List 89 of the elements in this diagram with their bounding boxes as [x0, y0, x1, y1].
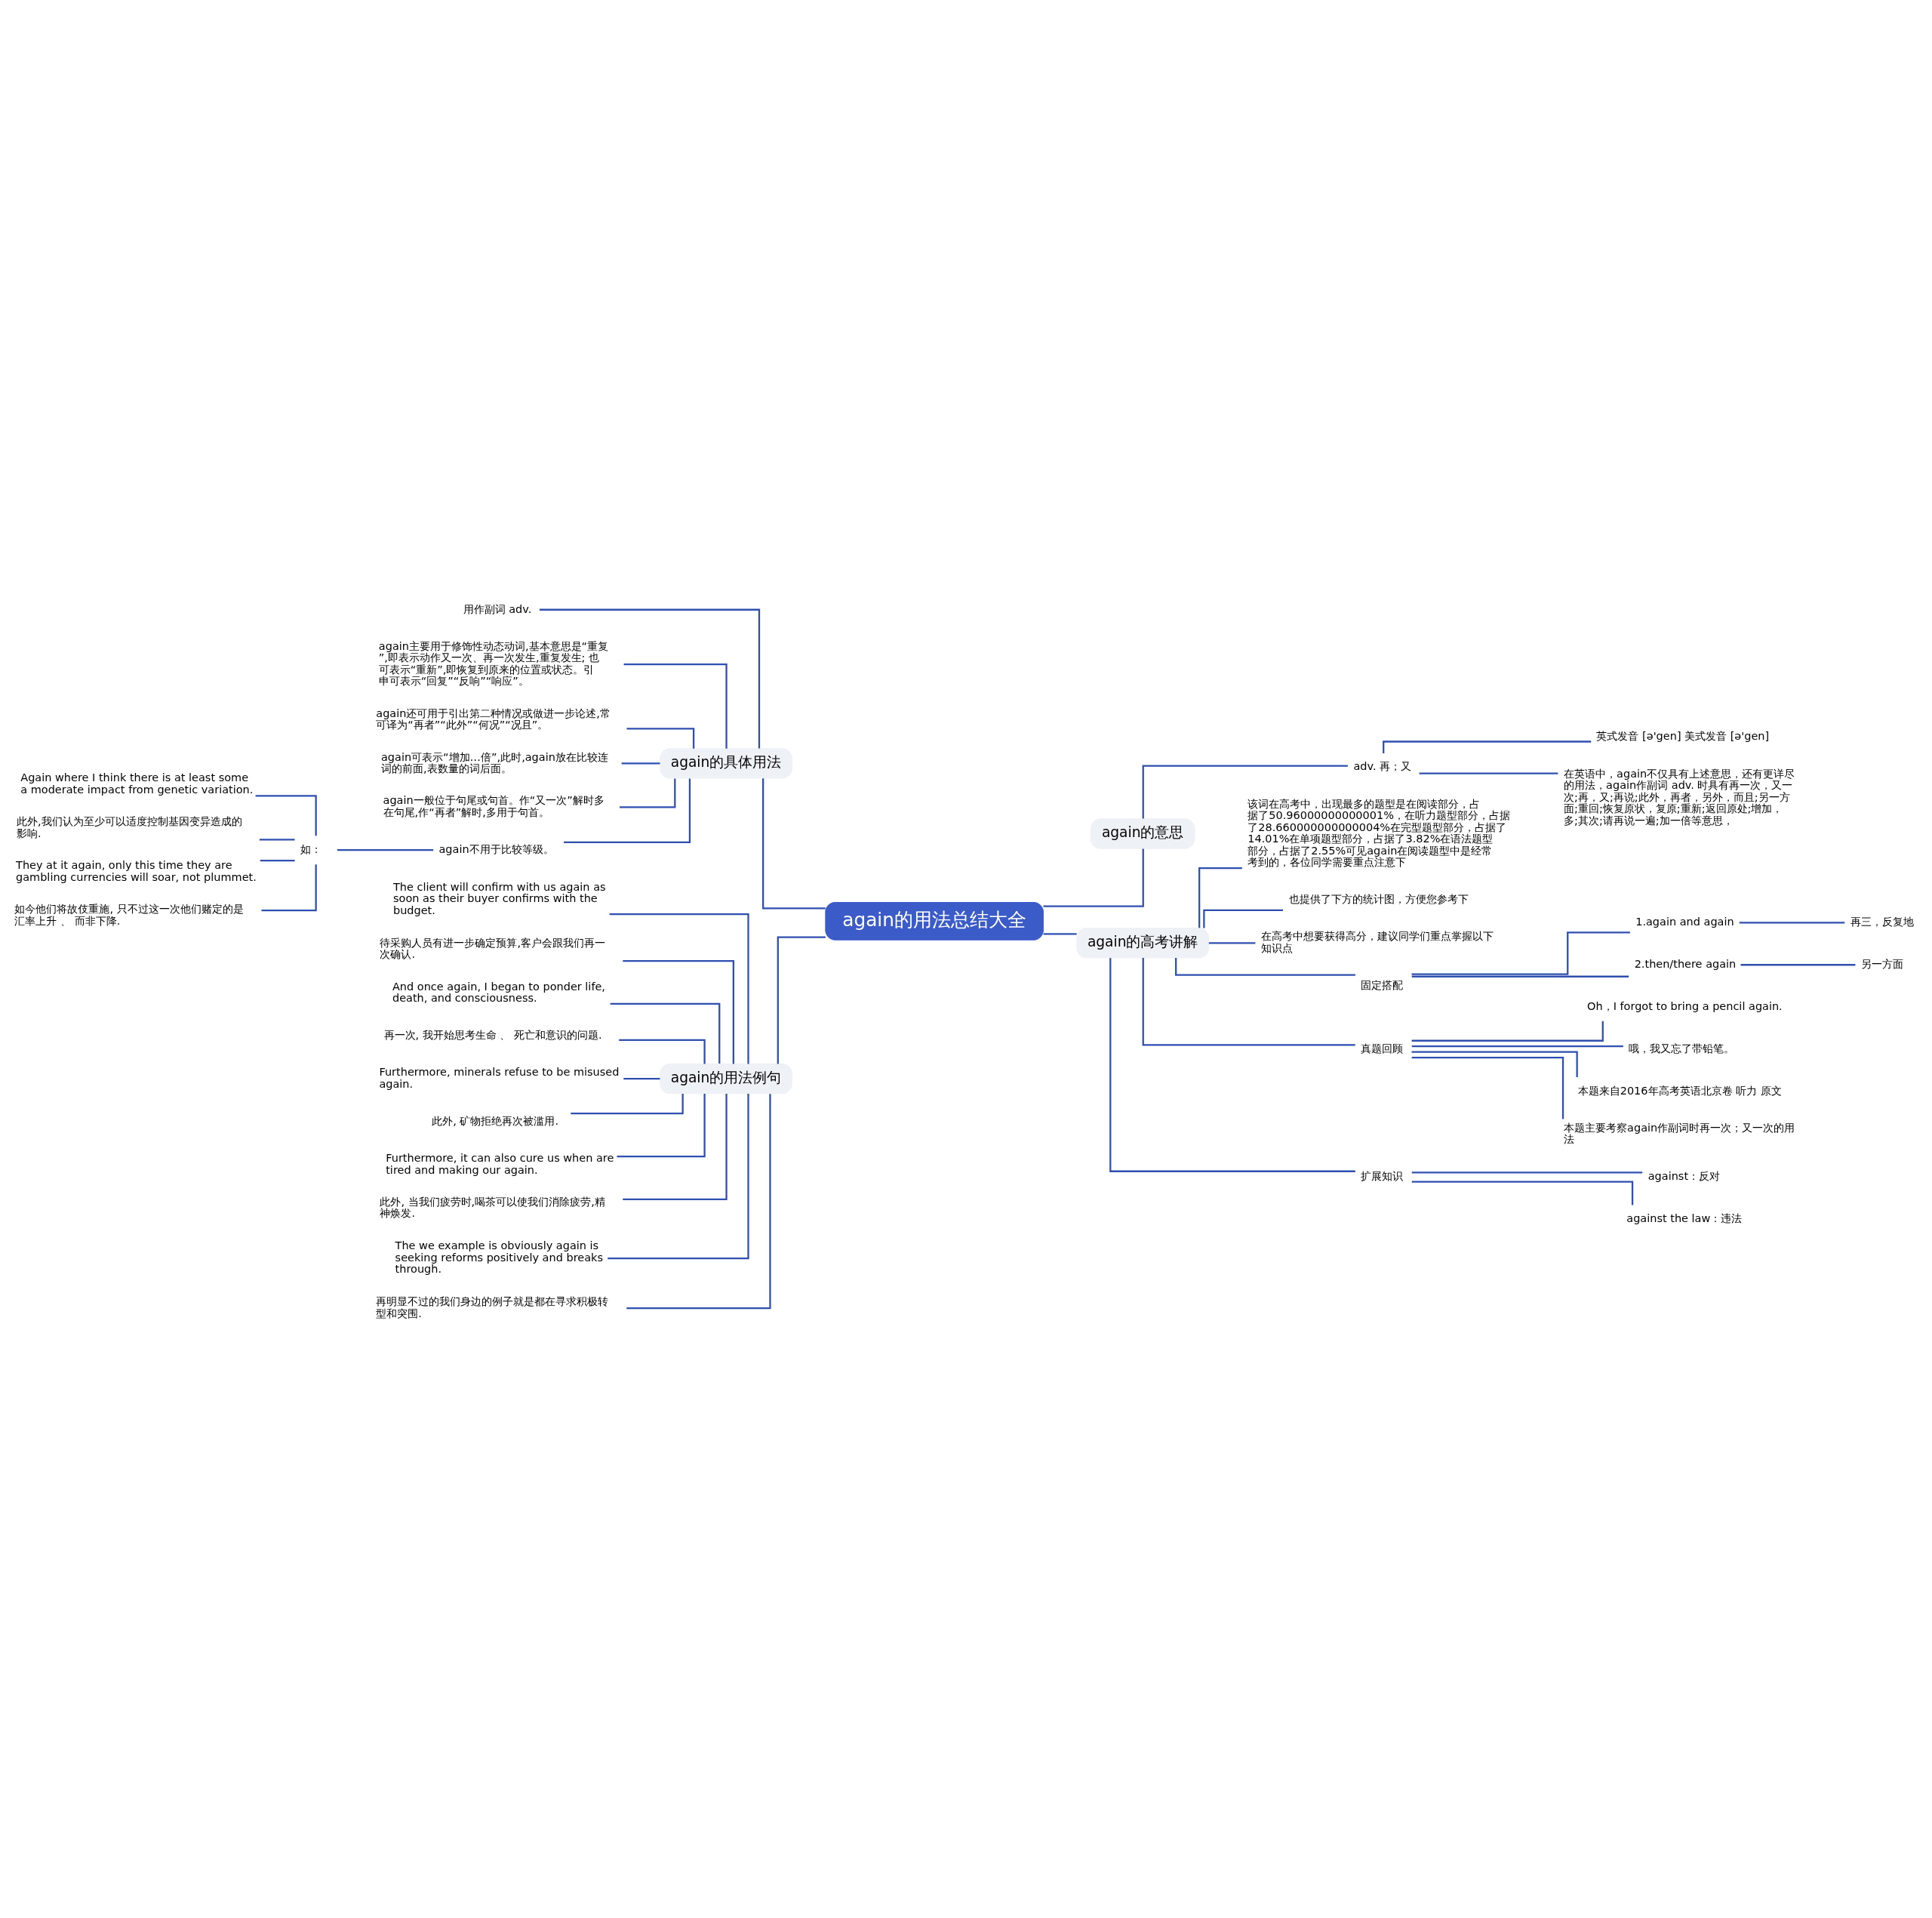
connector	[1411, 1051, 1578, 1077]
node-text: 也提供了下方的统计图，方便您参考下	[1288, 892, 1469, 905]
connector	[1175, 957, 1355, 976]
connector	[261, 864, 317, 911]
node-text: The we example is obviously again is seeking reforms positively and breaks through.	[395, 1239, 603, 1275]
connector	[1203, 909, 1284, 928]
connector	[1411, 1045, 1623, 1047]
connector	[623, 1077, 660, 1079]
connector	[337, 848, 434, 851]
connector	[259, 838, 295, 840]
connector	[617, 1093, 706, 1157]
connector	[1411, 931, 1630, 975]
node-text: again还可用于引出第二种情况或做进一步论述,常可译为“再者”“此外”“何况”“况且”。	[376, 707, 611, 731]
connector	[1208, 941, 1256, 944]
connector	[1411, 1021, 1604, 1042]
node-text: again主要用于修饰性动态动词,基本意思是“重复”,即表示动作又一次、再一次发生,重复发生; 也可表示“重新”,即恢复到原来的位置或状态。引申可表示“回复”“反响”“响应”。	[378, 639, 609, 687]
node-text: 此外,我们认为至少可以适度控制基因变异造成的影响.	[17, 814, 242, 839]
connector	[609, 913, 749, 1064]
node-text: And once again, I began to ponder life, death, and consciousness.	[392, 980, 605, 1004]
node-text: again一般位于句尾或句首。作“又一次”解时多在句尾,作“再者”解时,多用于句首。	[383, 793, 605, 818]
node-text: 2.then/there again	[1634, 957, 1737, 970]
node-text: 本题来自2016年高考英语北京卷 听力 原文	[1577, 1084, 1782, 1097]
node-text: The client will confirm with us again as soon as their buyer confirms with the budget.	[393, 880, 606, 916]
connector	[260, 859, 295, 861]
node-box: again的高考讲解	[1076, 927, 1210, 958]
node-text: Furthermore, it can also cure us when are tired and making our again.	[386, 1151, 614, 1176]
node-text: again可表示“增加…倍”,此时,again放在比较连词的前面,表数量的词后面。	[380, 750, 608, 774]
connector	[623, 1093, 728, 1200]
node-text: 扩展知识	[1361, 1169, 1404, 1182]
node-text: 在高考中想要获得高分，建议同学们重点掌握以下知识点	[1260, 929, 1494, 954]
connector	[608, 1093, 749, 1259]
connector	[1198, 867, 1242, 928]
connector	[1043, 848, 1144, 907]
connector	[1142, 957, 1355, 1046]
connector	[619, 1039, 706, 1064]
connector	[610, 1002, 721, 1064]
node-text: 真题回顾	[1361, 1042, 1404, 1054]
node-box: again的意思	[1090, 817, 1195, 849]
connector	[1740, 963, 1856, 965]
connector	[1411, 1181, 1634, 1205]
connector	[1411, 1056, 1564, 1119]
connector	[626, 727, 695, 749]
connector	[539, 608, 761, 749]
node-box: again的用法总结大全	[825, 901, 1044, 941]
connector	[621, 762, 660, 765]
node-text: 此外, 矿物拒绝再次被滥用.	[432, 1114, 559, 1127]
node-text: 再一次, 我开始思考生命 、 死亡和意识的问题.	[383, 1028, 602, 1041]
connector	[1411, 1171, 1643, 1173]
connector	[626, 1093, 771, 1309]
connector	[571, 1093, 684, 1114]
connector	[1142, 764, 1348, 819]
node-box: again的具体用法	[660, 747, 792, 779]
node-text: 再三，反复地	[1850, 915, 1914, 928]
node-text: 1.again and again	[1635, 915, 1734, 928]
node-text: Furthermore, minerals refuse to be misused again.	[379, 1065, 620, 1090]
node-text: 固定搭配	[1361, 978, 1404, 991]
node-text: 此外, 当我们疲劳时,喝茶可以使我们消除疲劳,精神焕发.	[380, 1195, 605, 1219]
connector	[620, 777, 676, 808]
node-text: 再明显不过的我们身边的例子就是都在寻求积极转型和突围.	[376, 1295, 609, 1319]
connector	[623, 959, 734, 1064]
node-text: 另一方面	[1861, 957, 1904, 970]
connector	[1419, 772, 1558, 774]
connector	[762, 777, 826, 909]
connector	[1109, 957, 1355, 1172]
connector	[1411, 975, 1629, 977]
connector	[564, 778, 691, 843]
connector	[777, 935, 826, 1064]
connector	[623, 663, 728, 749]
connector	[1739, 921, 1845, 924]
node-text: adv. 再；又	[1353, 759, 1412, 772]
node-text: against the law：违法	[1626, 1211, 1743, 1224]
node-text: against：反对	[1647, 1169, 1721, 1182]
node-text: 在英语中，again不仅具有上述意思，还有更详尽的用法，again作副词 adv. 时具有再一次，又一次;再，又;再说;此外，再者，另外，而且;另一方面;重回;恢复原状，复原;重新;返回原处;增加，多;其次;请再说一遍;加一倍等意思，	[1564, 767, 1795, 827]
node-text: 如今他们将故伎重施, 只不过这一次他们赌定的是汇率上升 、 而非下降.	[14, 902, 244, 927]
node-text: 用作副词 adv.	[463, 602, 532, 615]
node-text: 本题主要考察again作副词时再一次；又一次的用法	[1564, 1121, 1795, 1145]
node-text: again不用于比较等级。	[438, 842, 554, 855]
connector	[255, 794, 317, 836]
node-box: again的用法例句	[660, 1063, 792, 1094]
node-text: 该词在高考中，出现最多的题型是在阅读部分，占据了50.96000000000001%，在听力题型部分，占据了28.660000000000004%在完型题型部分，占据了14.01%在单项题型部分，占据了3.82%在语法题型部分，占据了2.55%可见again在阅读题型中是经常考到的，各位同学需要重点注意下	[1247, 797, 1510, 868]
node-text: 哦，我又忘了带铅笔。	[1629, 1042, 1735, 1054]
node-text: Again where I think there is at least some a moderate impact from genetic variation.	[20, 771, 254, 796]
connector	[1383, 740, 1592, 753]
node-text: 如：	[300, 842, 321, 855]
connector	[1043, 932, 1077, 935]
node-text: 待采购人员有进一步确定预算,客户会跟我们再一次确认.	[380, 936, 606, 960]
node-text: 英式发音 [ə'gen] 美式发音 [ə'gen]	[1596, 729, 1770, 742]
node-text: Oh，I forgot to bring a pencil again.	[1587, 999, 1783, 1012]
node-text: They at it again, only this time they are gambling currencies will soar, not plummet.	[16, 858, 257, 883]
